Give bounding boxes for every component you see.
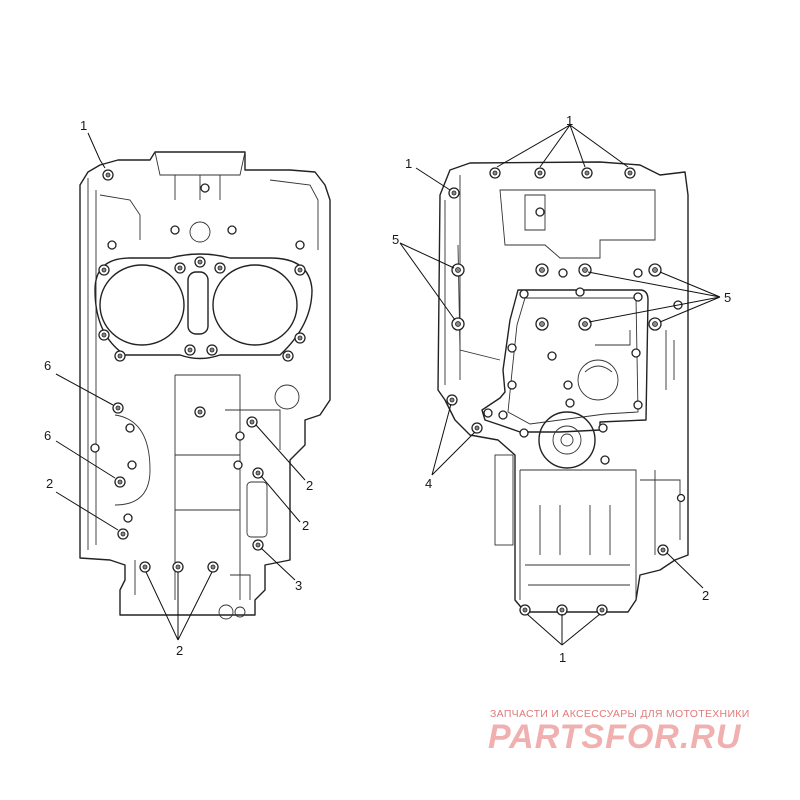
- callout-label: 5: [392, 232, 399, 247]
- callout-label: 2: [176, 643, 183, 658]
- watermark-logo: PARTSFOR.RU: [488, 718, 742, 756]
- callout-label: 3: [295, 578, 302, 593]
- partsfor-watermark: ЗАПЧАСТИ И АКСЕССУАРЫ ДЛЯ МОТОТЕХНИКИ PA…: [488, 708, 750, 756]
- leader-lines-right: [399, 124, 721, 646]
- callout-label: 6: [44, 428, 51, 443]
- callout-label: 2: [702, 588, 709, 603]
- callout-label: 2: [306, 478, 313, 493]
- callout-label: 1: [566, 113, 573, 128]
- right-crankcase-view: [399, 124, 721, 646]
- callout-label: 4: [425, 476, 432, 491]
- callout-label: 1: [559, 650, 566, 665]
- bolt-group-right: [446, 167, 686, 616]
- callout-label: 2: [46, 476, 53, 491]
- callout-labels: 1 1 1 1 2 2 2 2 2 2 3 4 5 5 6 6: [44, 113, 731, 665]
- callout-label: 6: [44, 358, 51, 373]
- callout-label: 2: [302, 518, 309, 533]
- left-crankcase-view: [55, 132, 331, 641]
- callout-label: 1: [80, 118, 87, 133]
- callout-label: 5: [724, 290, 731, 305]
- bolt-group-left: [90, 169, 306, 573]
- leader-lines-left: [55, 132, 306, 641]
- callout-label: 1: [405, 156, 412, 171]
- watermark-tagline: ЗАПЧАСТИ И АКСЕССУАРЫ ДЛЯ МОТОТЕХНИКИ: [490, 708, 750, 720]
